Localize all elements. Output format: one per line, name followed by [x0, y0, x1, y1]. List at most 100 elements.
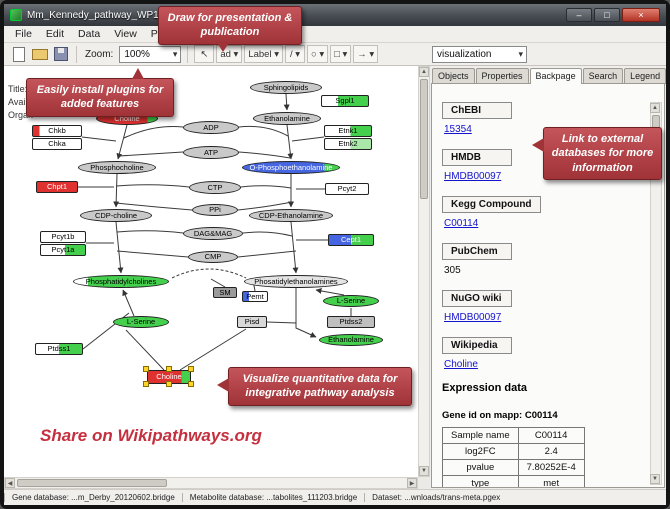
pathway-node[interactable]: Ethanolamine [319, 334, 383, 346]
scroll-down-icon[interactable]: ▼ [419, 466, 429, 476]
toolbar-separator [187, 45, 189, 63]
pathway-node[interactable]: DAG&MAG [183, 227, 243, 240]
table-cell: Sample name [442, 427, 519, 444]
pathway-node[interactable]: Ptdss1 [35, 343, 83, 355]
external-database-link[interactable]: 15354 [444, 124, 472, 135]
minimize-button[interactable]: – [566, 8, 592, 22]
external-database-link[interactable]: HMDB00097 [444, 171, 502, 182]
close-button[interactable]: × [622, 8, 660, 22]
pathway-node[interactable]: Etnk1 [324, 125, 372, 137]
table-cell: log2FC [442, 443, 519, 460]
title-bar[interactable]: Mm_Kennedy_pathway_WP1771_45176.gpml – □… [4, 4, 666, 26]
connector-tool-button[interactable]: → ▾ [353, 45, 379, 63]
menu-item-data[interactable]: Data [78, 28, 101, 40]
menu-item-view[interactable]: View [114, 28, 137, 40]
pathway-node[interactable]: Pisd [237, 316, 267, 328]
scroll-down-icon[interactable]: ▼ [650, 474, 660, 484]
pathway-node[interactable]: Phosphocholine [78, 161, 156, 174]
pathway-node[interactable]: L-Serine [113, 316, 169, 328]
shape-oval-tool-button[interactable]: ○ ▾ [306, 45, 329, 63]
backpage-section-header: ChEBI [442, 102, 512, 119]
callout-install-plugins: Easily install plugins for added feature… [26, 78, 174, 117]
pathway-node[interactable]: Etnk2 [324, 138, 372, 150]
menu-bar: FileEditDataViewPluginsHelp [4, 26, 666, 43]
menu-item-edit[interactable]: Edit [45, 28, 65, 40]
selection-handle[interactable] [166, 366, 172, 372]
canvas-horizontal-scrollbar[interactable]: ◀ ▶ [4, 477, 418, 489]
pathway-node[interactable]: CDP-Ethanolamine [249, 209, 333, 222]
pathway-node[interactable]: CDP-choline [80, 209, 152, 222]
save-icon[interactable] [54, 47, 68, 61]
menu-item-file[interactable]: File [15, 28, 32, 40]
pathway-node[interactable]: Pcyt1a [40, 244, 86, 256]
pathway-node[interactable]: CMP [188, 251, 238, 263]
status-bar: Gene database: ...m_Derby_20120602.bridg… [4, 489, 666, 505]
pathway-node[interactable]: Chpt1 [36, 181, 78, 193]
scrollbar-corner [418, 477, 430, 489]
maximize-button[interactable]: □ [594, 8, 620, 22]
scrollbar-thumb[interactable] [420, 79, 428, 199]
canvas-vertical-scrollbar[interactable]: ▲ ▼ [418, 66, 430, 477]
status-segment: Gene database: ...m_Derby_20120602.bridg… [4, 493, 182, 502]
callout-external-databases: Link to external databases for more info… [543, 127, 662, 180]
selection-handle[interactable] [143, 381, 149, 387]
callout-draw-presentation: Draw for presentation & publication [158, 6, 302, 45]
pathway-node[interactable]: SM [213, 287, 237, 298]
pathway-node[interactable]: PPi [192, 204, 238, 216]
tab-backpage[interactable]: Backpage [529, 68, 582, 84]
selection-handle[interactable] [188, 366, 194, 372]
tab-objects[interactable]: Objects [432, 68, 475, 84]
pathway-node[interactable]: Pemt [242, 291, 268, 302]
status-segment: Metabolite database: ...tabolites_111203… [181, 493, 364, 502]
pathway-node[interactable]: Ptdss2 [327, 316, 375, 328]
external-database-link[interactable]: Choline [444, 359, 478, 370]
external-database-link[interactable]: HMDB00097 [444, 312, 502, 323]
pathway-node[interactable]: ADP [183, 121, 239, 134]
selection-handle[interactable] [166, 381, 172, 387]
pathway-node[interactable]: ATP [183, 146, 239, 159]
tab-search[interactable]: Search [582, 68, 624, 84]
scroll-up-icon[interactable]: ▲ [419, 67, 429, 77]
zoom-combobox[interactable]: 100% [119, 45, 182, 63]
scroll-up-icon[interactable]: ▲ [650, 103, 660, 113]
table-cell: type [442, 475, 519, 487]
pathway-node[interactable]: O-Phosphoethanolamine [242, 161, 340, 174]
pathway-node[interactable]: Chka [32, 138, 82, 150]
pathway-node[interactable]: Phosatidylethanolamines [244, 275, 348, 288]
pathway-node[interactable]: L-Serine [323, 295, 379, 307]
label-tool-button[interactable]: Label ▾ [244, 45, 283, 63]
pathway-node[interactable]: Ethanolamine [253, 112, 321, 125]
pathway-node[interactable]: Sgpl1 [321, 95, 369, 107]
pathway-node[interactable]: Cept1 [328, 234, 374, 246]
pathway-node[interactable]: Chkb [32, 125, 82, 137]
scrollbar-thumb[interactable] [17, 479, 167, 487]
tab-properties[interactable]: Properties [475, 68, 529, 84]
visualization-combobox[interactable]: visualization [432, 46, 527, 63]
tab-legend[interactable]: Legend [624, 68, 667, 84]
pathway-node[interactable]: Pcyt2 [325, 183, 369, 195]
gene-id-line: Gene id on mapp: C00114 [442, 410, 558, 421]
line-tool-button[interactable]: / ▾ [284, 45, 305, 63]
callout-pointer-icon [216, 41, 230, 52]
pointer-tool-button[interactable]: ↖ [194, 45, 215, 63]
new-file-icon[interactable] [13, 46, 25, 62]
pathway-node[interactable]: Sphingolipids [250, 81, 322, 94]
open-file-icon[interactable] [32, 49, 48, 60]
scroll-right-icon[interactable]: ▶ [407, 478, 417, 488]
pathway-node[interactable]: Pcyt1b [40, 231, 86, 243]
shape-rect-tool-button[interactable]: □ ▾ [330, 45, 352, 63]
scroll-left-icon[interactable]: ◀ [5, 478, 15, 488]
sidebar-organism-label: Organ [8, 110, 34, 120]
external-database-link[interactable]: C00114 [444, 218, 479, 229]
pathway-node[interactable]: Phosphatidylcholines [73, 275, 169, 288]
selection-handle[interactable] [188, 381, 194, 387]
selection-handle[interactable] [143, 366, 149, 372]
pathway-node[interactable]: CTP [189, 181, 241, 194]
pathway-canvas[interactable]: Title: Avail Organ [4, 66, 418, 477]
